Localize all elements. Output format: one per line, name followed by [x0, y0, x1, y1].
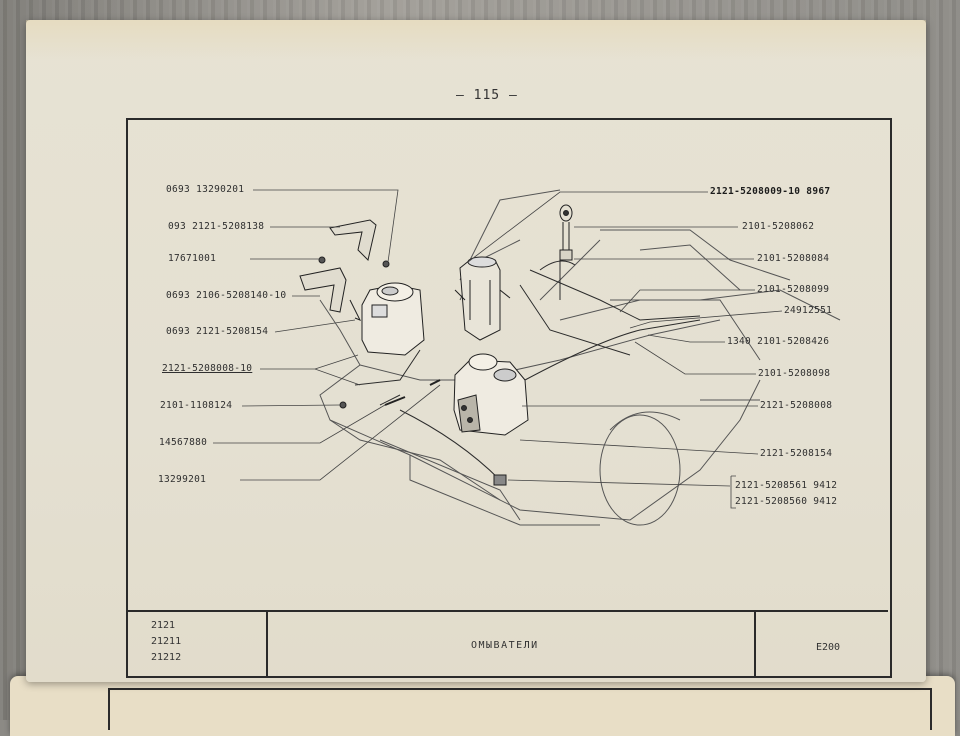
callout-right-4: 2101-5208099	[757, 284, 830, 295]
front-reservoir	[339, 353, 529, 486]
page-code: Е200	[816, 642, 841, 653]
callout-left-3: 17671001	[168, 253, 217, 264]
callout-left-1: 0693 13290201	[166, 184, 245, 195]
callout-left-2: 093 2121-5208138	[168, 221, 265, 232]
title-block-divider-left	[266, 612, 268, 676]
callout-right-1: 2121-5208009-10 8967	[710, 186, 831, 197]
left-reservoir	[299, 219, 425, 356]
model-code-1: 2121	[151, 620, 176, 631]
callout-right-7: 2101-5208098	[758, 368, 831, 379]
callout-right-2: 2101-5208062	[742, 221, 815, 232]
model-code-2: 21211	[151, 636, 182, 647]
washer-system-illustration	[213, 189, 841, 526]
callout-right-11: 2121-5208560 9412	[735, 496, 838, 507]
callout-left-4: 0693 2106-5208140-10	[166, 290, 287, 301]
drawing-frame	[126, 118, 892, 678]
callout-left-6: 2121-5208008-10	[162, 363, 253, 374]
callout-left-7: 2101-1108124	[160, 400, 233, 411]
callout-left-9: 13299201	[158, 474, 207, 485]
callout-right-3: 2101-5208084	[757, 253, 830, 264]
car-body-outline	[319, 189, 841, 526]
callout-left-8: 14567880	[159, 437, 208, 448]
leader-lines-right	[467, 191, 783, 509]
page-number: — 115 —	[456, 88, 518, 103]
callout-left-5: 0693 2121-5208154	[166, 326, 269, 337]
upper-reservoir	[454, 256, 511, 341]
title-block-divider-right	[754, 612, 756, 676]
callout-right-6: 1340 2101-5208426	[727, 336, 830, 347]
callout-right-9: 2121-5208154	[760, 448, 833, 459]
callout-right-5: 24912551	[784, 305, 833, 316]
model-code-3: 21212	[151, 652, 182, 663]
next-page-frame	[108, 688, 932, 730]
washer-nozzle	[559, 204, 573, 261]
callout-right-10: 2121-5208561 9412	[735, 480, 838, 491]
leader-lines-left	[213, 189, 441, 481]
catalog-page	[26, 20, 926, 682]
callout-right-8: 2121-5208008	[760, 400, 833, 411]
title-block: 2121 21211 21212 ОМЫВАТЕЛИ Е200	[126, 610, 888, 676]
section-title: ОМЫВАТЕЛИ	[471, 640, 539, 651]
